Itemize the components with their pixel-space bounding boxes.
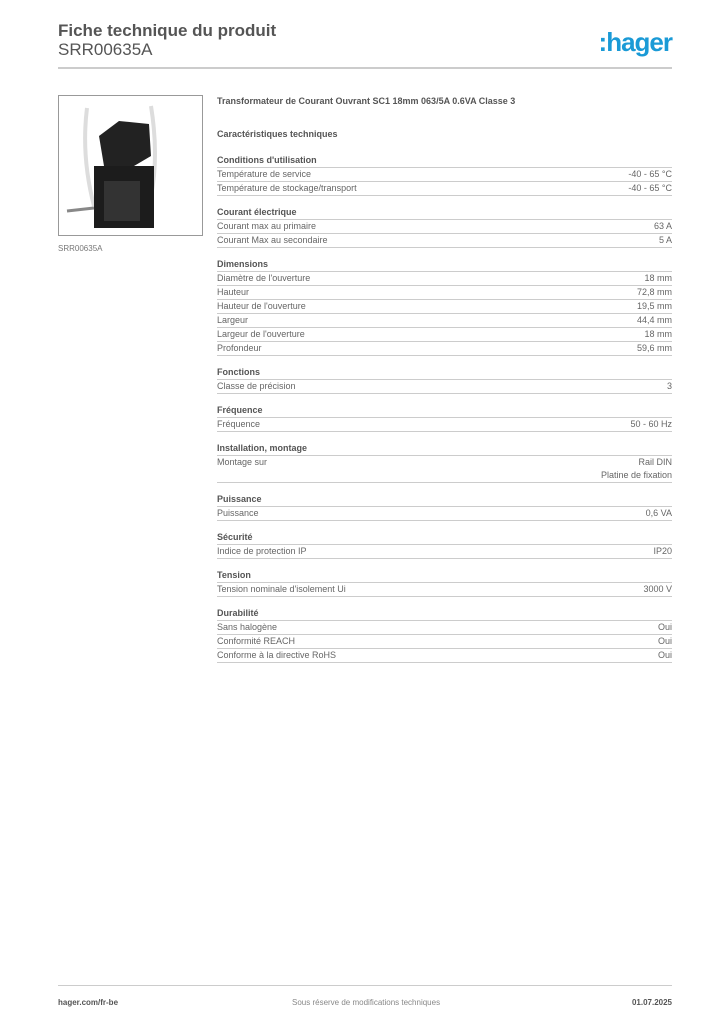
spec-label: Fréquence	[217, 419, 261, 429]
spec-value: Oui	[657, 622, 672, 632]
section-heading: Dimensions	[217, 258, 672, 272]
section-heading: Sécurité	[217, 531, 672, 545]
hager-logo: :hager	[598, 27, 673, 57]
spec-value: 0,6 VA	[645, 508, 672, 518]
spec-value: -40 - 65 °C	[628, 169, 672, 179]
spec-value: IP20	[653, 546, 672, 556]
spec-label: Conformité REACH	[217, 636, 296, 646]
spec-value: 19,5 mm	[636, 301, 672, 311]
spec-label: Hauteur	[217, 287, 250, 297]
spec-label: Température de stockage/transport	[217, 183, 357, 193]
spec-label: Indice de protection IP	[217, 546, 307, 556]
spec-value: 3	[666, 381, 672, 391]
spec-value: Rail DIN Platine de fixation	[600, 457, 672, 480]
spec-row: Diamètre de l'ouverture 18 mm	[217, 272, 672, 286]
spec-row: Fréquence 50 - 60 Hz	[217, 418, 672, 432]
spec-value: -40 - 65 °C	[628, 183, 672, 193]
product-reference: SRR00635A	[58, 40, 153, 59]
spec-value: 5 A	[658, 235, 672, 245]
footer-website[interactable]: hager.com/fr-be	[58, 998, 119, 1007]
spec-row: Hauteur de l'ouverture 19,5 mm	[217, 300, 672, 314]
spec-label: Courant Max au secondaire	[217, 235, 328, 245]
product-image	[58, 95, 203, 236]
spec-label: Largeur	[217, 315, 249, 325]
spec-row: Conformité REACH Oui	[217, 635, 672, 649]
spec-label: Diamètre de l'ouverture	[217, 273, 311, 283]
section-heading: Durabilité	[217, 607, 672, 621]
spec-row: Température de stockage/transport -40 - 6…	[217, 182, 672, 196]
spec-row: Hauteur 72,8 mm	[217, 286, 672, 300]
spec-label: Température de service	[217, 169, 312, 179]
footer-divider	[58, 985, 672, 986]
image-caption: SRR00635A	[58, 244, 103, 253]
product-name: Transformateur de Courant Ouvrant SC1 18…	[217, 96, 516, 106]
spec-value: 44,4 mm	[636, 315, 672, 325]
spec-row: Largeur 44,4 mm	[217, 314, 672, 328]
section-heading: Installation, montage	[217, 442, 672, 456]
spec-value: 18 mm	[644, 273, 672, 283]
spec-value: 3000 V	[643, 584, 672, 594]
spec-label: Montage sur	[217, 457, 268, 467]
footer-note: Sous réserve de modifications techniques	[292, 998, 441, 1007]
spec-label: Largeur de l'ouverture	[217, 329, 305, 339]
spec-label: Courant max au primaire	[217, 221, 317, 231]
spec-label: Hauteur de l'ouverture	[217, 301, 306, 311]
spec-label: Conforme à la directive RoHS	[217, 650, 337, 660]
section-heading: Conditions d'utilisation	[217, 154, 672, 168]
spec-row: Courant max au primaire 63 A	[217, 220, 672, 234]
spec-value: Oui	[657, 636, 672, 646]
section-heading: Fonctions	[217, 366, 672, 380]
spec-label: Classe de précision	[217, 381, 296, 391]
spec-content: Transformateur de Courant Ouvrant SC1 18…	[217, 96, 672, 663]
spec-row: Largeur de l'ouverture 18 mm	[217, 328, 672, 342]
section-heading: Tension	[217, 569, 672, 583]
spec-row: Montage sur Rail DIN Platine de fixation	[217, 456, 672, 483]
spec-row: Profondeur 59,6 mm	[217, 342, 672, 356]
spec-label: Profondeur	[217, 343, 262, 353]
spec-value: 59,6 mm	[636, 343, 672, 353]
spec-row: Température de service -40 - 65 °C	[217, 168, 672, 182]
spec-value: 72,8 mm	[636, 287, 672, 297]
spec-value: 18 mm	[644, 329, 672, 339]
section-heading: Puissance	[217, 493, 672, 507]
spec-row: Conforme à la directive RoHS Oui	[217, 649, 672, 663]
characteristics-title: Caractéristiques techniques	[217, 129, 338, 139]
section-heading: Fréquence	[217, 404, 672, 418]
spec-value: Oui	[657, 650, 672, 660]
footer-date: 01.07.2025	[631, 998, 672, 1007]
spec-value: 63 A	[653, 221, 672, 231]
spec-row: Courant Max au secondaire 5 A	[217, 234, 672, 248]
spec-row: Sans halogène Oui	[217, 621, 672, 635]
spec-row: Tension nominale d'isolement Ui 3000 V	[217, 583, 672, 597]
header-divider	[58, 67, 672, 69]
spec-row: Classe de précision 3	[217, 380, 672, 394]
page-title: Fiche technique du produit	[58, 21, 277, 40]
spec-label: Sans halogène	[217, 622, 278, 632]
spec-label: Tension nominale d'isolement Ui	[217, 584, 346, 594]
spec-row: Puissance 0,6 VA	[217, 507, 672, 521]
spec-row: Indice de protection IP IP20	[217, 545, 672, 559]
spec-label: Puissance	[217, 508, 259, 518]
spec-value: 50 - 60 Hz	[630, 419, 672, 429]
section-heading: Courant électrique	[217, 206, 672, 220]
